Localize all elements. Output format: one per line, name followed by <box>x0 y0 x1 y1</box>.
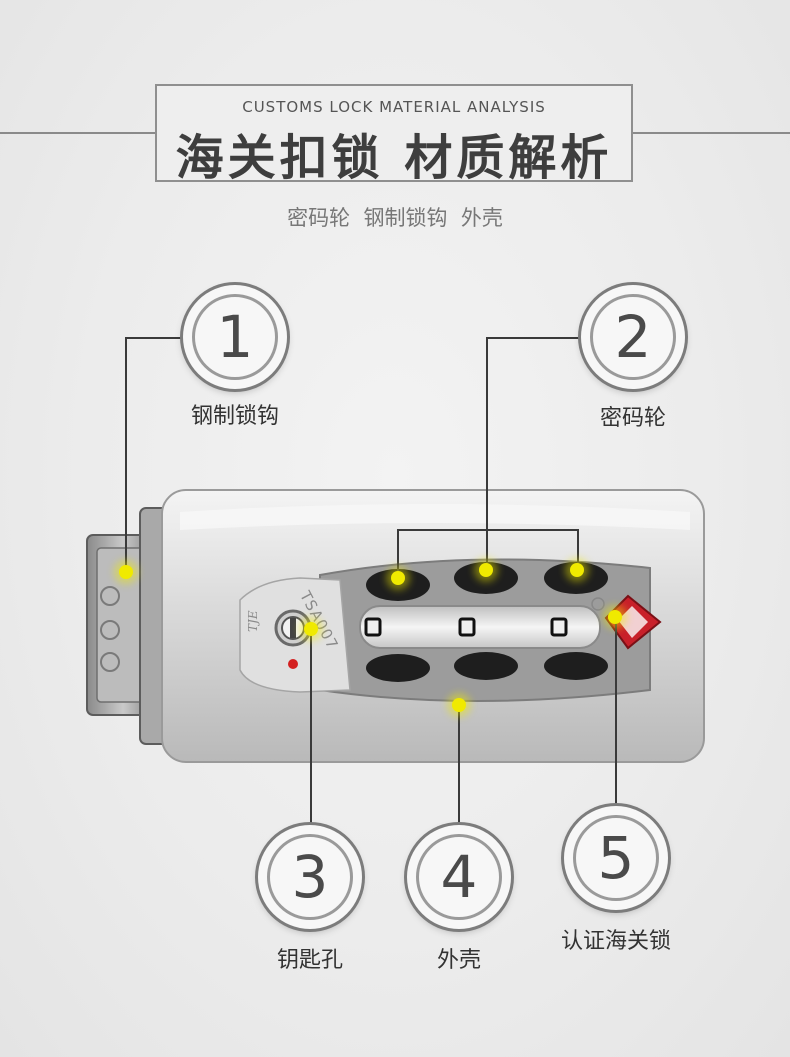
title-chinese: 海关扣锁 材质解析 <box>175 130 613 186</box>
highlight-dot-dial-1 <box>391 571 405 585</box>
lock-body <box>161 489 705 763</box>
callout-number-4: 4 <box>416 834 502 920</box>
callout-badge-1: 1 <box>183 285 287 389</box>
subtitle: 密码轮 钢制锁钩 外壳 <box>287 206 503 230</box>
header-rule-left <box>0 132 155 134</box>
callout-number-2: 2 <box>590 294 676 380</box>
callout-label-1: 钢制锁钩 <box>190 404 279 429</box>
header-rule-right <box>633 132 790 134</box>
callout-number-1: 1 <box>192 294 278 380</box>
leader-line-2-v <box>486 337 488 529</box>
leader-line-1-v <box>125 337 127 572</box>
leader-line-2-tick-a <box>397 529 399 571</box>
leader-line-2-tick-c <box>577 529 579 569</box>
highlight-dot-shell <box>452 698 466 712</box>
callout-label-5: 认证海关锁 <box>560 929 671 954</box>
callout-badge-5: 5 <box>564 806 668 910</box>
highlight-dot-keyhole <box>304 622 318 636</box>
brand-text: TJE <box>246 610 260 632</box>
callout-number-3: 3 <box>267 834 353 920</box>
leader-line-1-h <box>125 337 183 339</box>
callout-badge-2: 2 <box>581 285 685 389</box>
callout-badge-4: 4 <box>407 825 511 929</box>
highlight-dot-dial-3 <box>570 563 584 577</box>
dial-wheels-lower <box>366 652 608 682</box>
leader-line-2-h <box>486 337 581 339</box>
highlight-dot-hook <box>119 565 133 579</box>
callout-badge-3: 3 <box>258 825 362 929</box>
callout-label-3: 钥匙孔 <box>276 948 343 973</box>
tsa-mark <box>591 594 662 650</box>
highlight-dot-tsa <box>608 610 622 624</box>
leader-line-3-v <box>310 629 312 825</box>
dial-wheels-upper <box>366 562 608 601</box>
leader-line-2-bar <box>397 529 579 531</box>
leader-line-2-tick-b <box>486 529 488 569</box>
title-english: CUSTOMS LOCK MATERIAL ANALYSIS <box>242 98 546 116</box>
keyhole <box>274 609 312 669</box>
leader-line-4-v <box>458 705 460 825</box>
title-box: CUSTOMS LOCK MATERIAL ANALYSIS 海关扣锁 材质解析 <box>155 84 633 186</box>
leader-line-5-v <box>615 618 617 806</box>
highlight-dot-dial-2 <box>479 563 493 577</box>
callout-label-2: 密码轮 <box>599 406 666 431</box>
callout-label-4: 外壳 <box>436 948 481 973</box>
callout-number-5: 5 <box>573 815 659 901</box>
